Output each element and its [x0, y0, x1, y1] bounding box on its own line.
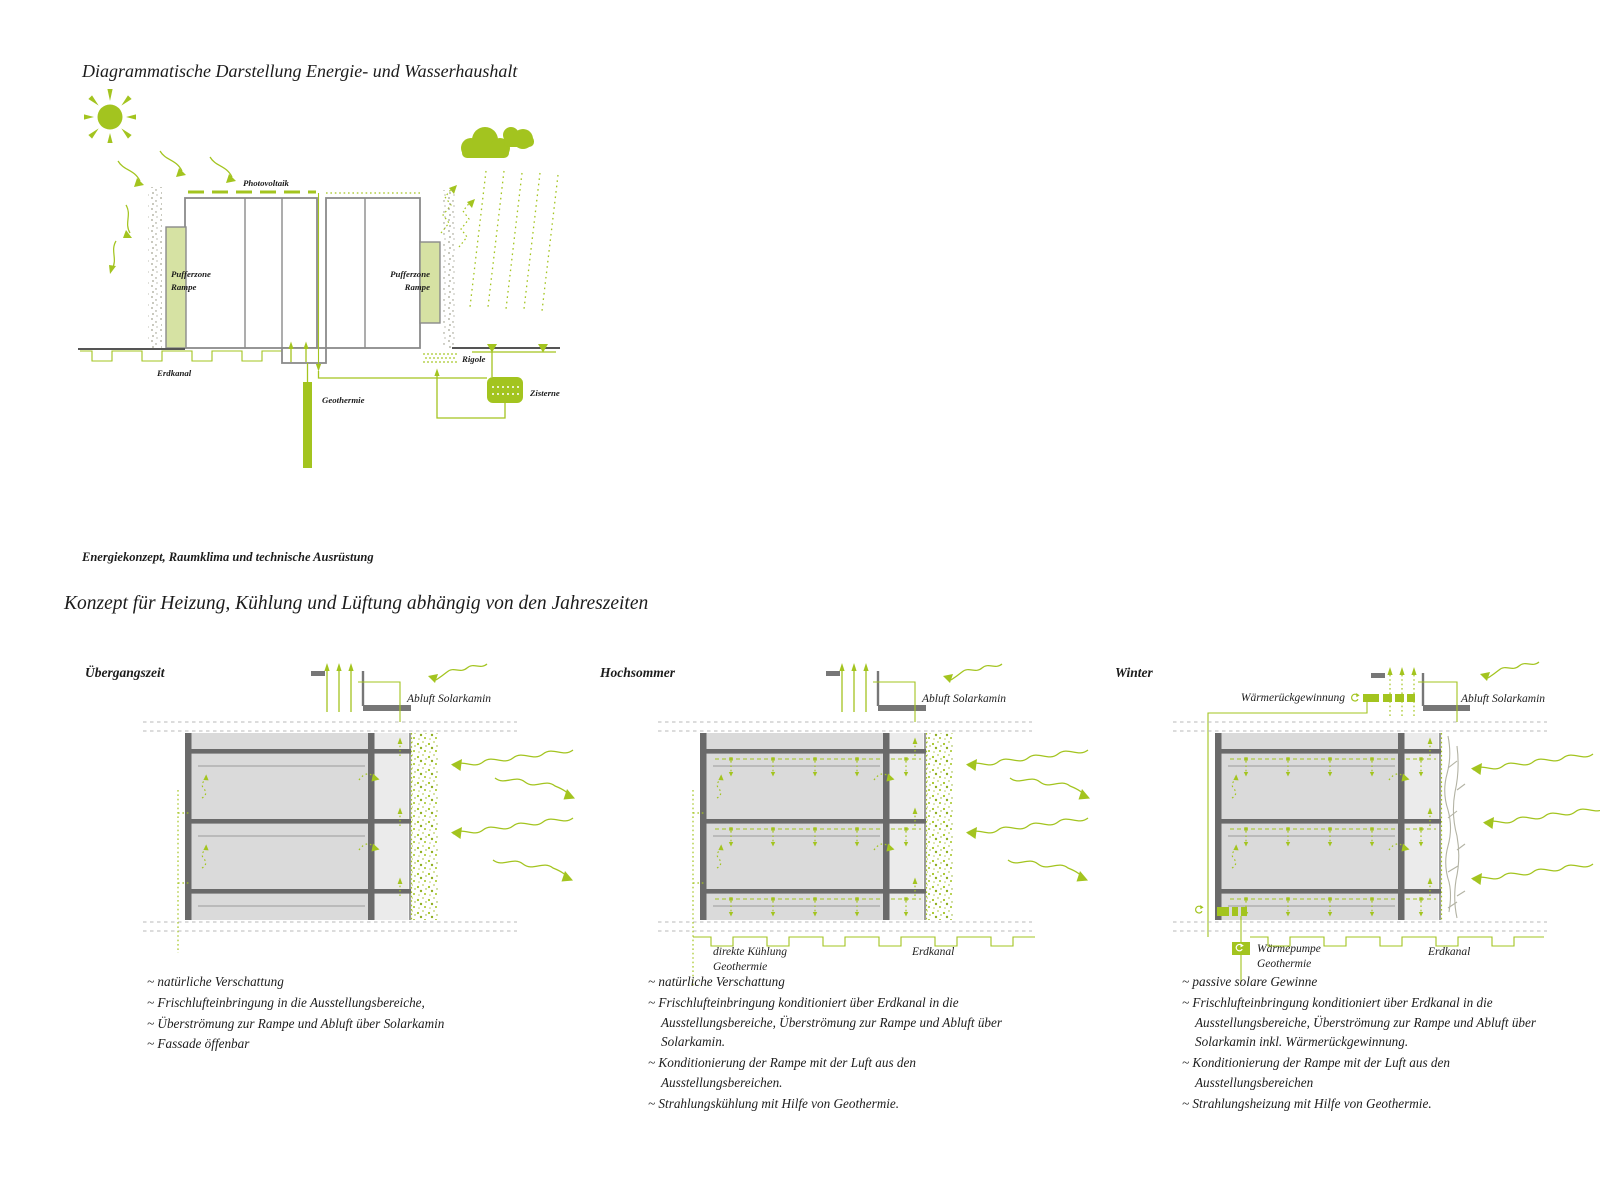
- heat-pump: [1232, 916, 1250, 982]
- supply-arrows: [288, 341, 309, 362]
- sun-icon: [84, 89, 136, 143]
- pufferzone-right-label-2: Rampe: [404, 282, 431, 292]
- season-label-uebergangszeit: Übergangszeit: [85, 665, 166, 680]
- bullet: ~ Strahlungskühlung mit Hilfe von Geothe…: [648, 1095, 900, 1111]
- fresh-air-supply-line: [177, 790, 191, 953]
- bullet: ~ Frischlufteinbringung in die Ausstellu…: [147, 994, 425, 1010]
- exhaust-shaft-line: [315, 193, 322, 372]
- building-section-top: [184, 197, 421, 349]
- bullets-hochsommer: ~ natürliche Verschattung ~ Frischluftei…: [648, 972, 1006, 1115]
- recycle-icon: [1350, 692, 1361, 702]
- winter-branches: [1444, 735, 1466, 919]
- building-section: [185, 733, 412, 920]
- air-wave-arrow: [1007, 859, 1089, 883]
- pufferzone-right-box: [419, 241, 441, 324]
- radiant-heating-ceilings: [1230, 756, 1436, 918]
- pufferzone-left-label-1: Pufferzone: [171, 269, 211, 279]
- erdkanal-duct: [693, 936, 1035, 947]
- bullet: ~ natürliche Verschattung: [147, 974, 284, 989]
- bullet: ~ Strahlungsheizung mit Hilfe von Geothe…: [1182, 1095, 1432, 1111]
- bullet: ~ Frischlufteinbringung konditioniert üb…: [648, 994, 1003, 1050]
- solar-chimney: [826, 662, 1003, 722]
- air-wave-arrow: [1009, 777, 1091, 801]
- geothermie-probe: [303, 382, 312, 468]
- bullet: ~ natürliche Verschattung: [648, 974, 785, 989]
- diagram-hochsommer: Hochsommer Abluft Solarkamin: [599, 662, 1091, 985]
- air-wave-arrow: [965, 749, 1089, 772]
- geothermie-label: Geothermie: [713, 961, 767, 973]
- erdkanal-label: Erdkanal: [911, 946, 954, 958]
- bullet: ~ Frischlufteinbringung konditioniert üb…: [1182, 994, 1537, 1050]
- exhaust-wave-arrow: [1479, 661, 1540, 682]
- bullets-uebergangszeit: ~ natürliche Verschattung ~ Frischluftei…: [147, 972, 505, 1055]
- heat-recovery-unit: Wärmerückgewinnung: [1207, 692, 1415, 937]
- rain-lines: [469, 170, 559, 312]
- abluft-label: Abluft Solarkamin: [406, 693, 491, 705]
- solar-chimney: [1371, 661, 1540, 722]
- air-wave-arrow: [450, 817, 574, 840]
- zisterne-tank: [487, 377, 523, 403]
- abluft-label: Abluft Solarkamin: [921, 693, 1006, 705]
- cloud-icon: [461, 127, 534, 158]
- heat-exchanger: [1194, 904, 1247, 916]
- air-wave-arrow: [494, 777, 576, 801]
- page-title: Diagrammatische Darstellung Energie- und…: [82, 61, 518, 81]
- bullet: ~ Überströmung zur Rampe und Abluft über…: [147, 1015, 445, 1031]
- fresh-air-supply-line: [692, 790, 706, 985]
- erdkanal-label: Erdkanal: [156, 368, 192, 378]
- bullet: ~ Konditionierung der Rampe mit der Luft…: [648, 1055, 916, 1090]
- intake-shaft: [281, 347, 327, 364]
- photovoltaik-label: Photovoltaik: [243, 178, 290, 188]
- bullet: ~ passive solare Gewinne: [1182, 974, 1318, 989]
- waermepumpe-label: Wärmepumpe: [1257, 943, 1321, 955]
- solar-gain-arrow: [1482, 807, 1600, 830]
- bullet: ~ Fassade öffenbar: [147, 1036, 250, 1052]
- exhaust-wave-arrow: [942, 663, 1003, 684]
- bullets-winter: ~ passive solare Gewinne ~ Frischluftein…: [1182, 972, 1540, 1115]
- solar-chimney: [311, 662, 488, 722]
- evaporation-arrows: [440, 185, 475, 248]
- facade-vegetation: [927, 733, 953, 920]
- rigole-label: Rigole: [461, 354, 486, 364]
- water-piping: [317, 344, 556, 419]
- diagram-uebergangszeit: Übergangszeit Abluft Solarkamin: [85, 662, 576, 953]
- building-section: [700, 733, 927, 920]
- solar-ray-arrows: [109, 150, 236, 274]
- season-label-hochsommer: Hochsommer: [599, 665, 676, 680]
- abluft-label: Abluft Solarkamin: [1460, 693, 1545, 705]
- diagram-winter: Winter Abluft Solarkamin Wärmerückgewinn…: [1115, 661, 1600, 982]
- season-label-winter: Winter: [1115, 665, 1154, 680]
- geothermie-label: Geothermie: [1257, 958, 1311, 970]
- right-facade-greenery: [442, 190, 456, 348]
- pufferzone-right-label-1: Pufferzone: [390, 269, 430, 279]
- left-facade-greenery: [148, 187, 162, 348]
- zisterne-label: Zisterne: [529, 388, 560, 398]
- pufferzone-left-label-2: Rampe: [170, 282, 197, 292]
- facade-vegetation: [412, 733, 438, 920]
- recycle-icon: [1194, 904, 1205, 914]
- bullet: ~ Konditionierung der Rampe mit der Luft…: [1182, 1055, 1450, 1090]
- direkte-kuehlung-label: direkte Kühlung: [713, 946, 787, 958]
- erdkanal-duct: [1250, 936, 1544, 947]
- energy-concept-subtitle: Energiekonzept, Raumklima und technische…: [82, 550, 374, 564]
- exhaust-wave-arrow: [427, 663, 488, 684]
- solar-gain-arrow: [1470, 753, 1594, 776]
- air-wave-arrow: [965, 817, 1089, 840]
- erdkanal-label: Erdkanal: [1427, 946, 1470, 958]
- energy-water-diagram: Photovoltaik Pufferzone Rampe Pufferzone…: [78, 89, 560, 468]
- radiant-cooling-ceilings: [715, 756, 921, 918]
- erdkanal-duct: [80, 350, 282, 362]
- air-wave-arrow: [450, 749, 574, 772]
- rigole-field: [423, 353, 457, 363]
- building-section: [1215, 733, 1442, 920]
- solar-gain-arrow: [1470, 863, 1594, 886]
- waermerueckgewinnung-label: Wärmerückgewinnung: [1241, 692, 1345, 704]
- season-concept-heading: Konzept für Heizung, Kühlung und Lüftung…: [64, 593, 649, 614]
- air-wave-arrow: [492, 859, 574, 883]
- geothermie-label: Geothermie: [322, 395, 365, 405]
